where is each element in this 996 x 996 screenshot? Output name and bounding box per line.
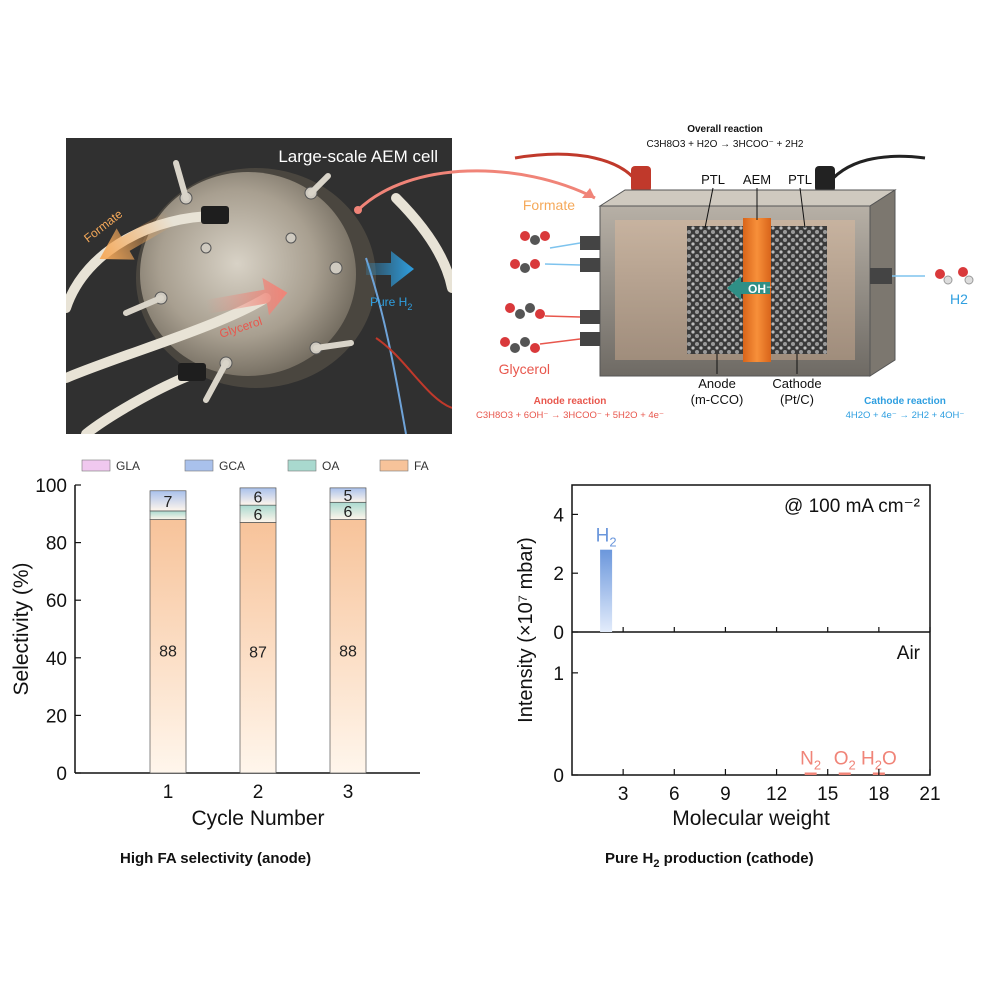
x-axis-title: Molecular weight [672,807,830,830]
glycerol-molecules-icon [500,303,545,353]
legend-label-gca: GCA [219,459,245,473]
red-clip [631,166,651,192]
legend-swatch-gca [184,459,214,472]
bar-n2 [804,772,817,775]
y-tick-label: 0 [553,623,564,644]
bar-fa [239,522,277,774]
photo-h2-label: Pure H [370,295,407,309]
x-tick-label: 9 [720,784,731,805]
legend-swatch-oa [287,459,317,472]
bar-gca [149,490,187,512]
panel-annotation: @ 100 mA cm⁻² [784,496,920,517]
y-tick-label: 2 [553,564,564,585]
bar-gca [329,487,367,503]
panel-annotation: Air [897,643,921,664]
cathode-reaction-equation: 4H2O + 4e⁻ → 2H2 + 4OH⁻ [846,410,965,421]
photo-title: Large-scale AEM cell [278,147,438,166]
bar-label-o2: O2 [834,749,856,773]
anode-label: Anode [698,376,736,391]
bar-o2 [838,772,851,775]
x-tick-label: 6 [669,784,680,805]
caption-left: High FA selectivity (anode) [120,850,312,867]
black-clip [815,166,835,192]
overall-reaction-equation: C3H8O3 + H2O → 3HCOO⁻ + 2H2 [646,139,803,150]
photo-h2-sub: 2 [407,302,412,312]
bar-fa [329,519,367,774]
cell-schematic: Overall reaction C3H8O3 + H2O → 3HCOO⁻ +… [476,124,974,421]
legend-swatch-gla [81,459,111,472]
h2-molecules-icon [935,267,974,285]
y-tick-label: 40 [46,649,67,670]
data-label-gca: 7 [164,494,173,511]
formate-label: Formate [523,197,575,213]
caption-right: Pure H2 production (cathode) [605,850,814,870]
data-label-gca: 6 [254,490,263,507]
aem-cell-photo: Large-scale AEM cell Formate Glycerol Pu… [66,138,452,434]
bar-h2 [600,549,613,632]
y-tick-label: 4 [553,505,564,526]
data-label-oa: 6 [344,504,353,521]
x-tick-label: 3 [618,784,629,805]
y-tick-label: 0 [56,764,67,785]
bar-label-h2o: H2O [861,749,897,773]
ptl-left-label: PTL [701,172,725,187]
x-tick-label: 21 [919,784,940,805]
bar-gca [239,487,277,506]
x-tick-label: 15 [817,784,838,805]
x-tick-label: 3 [343,782,354,803]
formate-molecules-icon [510,231,550,273]
bar-oa [149,510,187,520]
anode-reaction-title: Anode reaction [534,396,607,407]
y-axis-title: Selectivity (%) [10,562,33,695]
cathode-label: Cathode [772,376,821,391]
cathode-layer [771,226,827,354]
svg-text:Pure H2: Pure H2 [370,295,412,312]
plot-frame [571,484,931,776]
connector-arrow [354,169,596,214]
glycerol-label: Glycerol [499,361,550,377]
x-tick-label: 1 [163,782,174,803]
legend-swatch-fa [379,459,409,472]
ptl-right-label: PTL [788,172,812,187]
bar-label-h2: H2 [596,526,617,550]
bar-fa [149,519,187,774]
anode-catalyst-label: (m-CCO) [691,392,744,407]
cathode-reaction-title: Cathode reaction [864,396,946,407]
caption-right-sub: 2 [653,858,660,870]
legend-label-oa: OA [322,459,339,473]
caption-right-post: production (cathode) [659,850,814,867]
oh-label: OH⁻ [748,282,772,296]
legend-label-gla: GLA [116,459,140,473]
data-label-gca: 5 [344,488,353,505]
x-tick-label: 2 [253,782,264,803]
data-label-fa: 88 [159,643,177,660]
y-tick-label: 1 [553,664,564,685]
bar-label-n2: N2 [800,749,821,773]
y-tick-label: 100 [35,476,67,497]
aem-label: AEM [743,172,771,187]
data-label-oa: 6 [254,507,263,524]
y-tick-label: 60 [46,591,67,612]
legend-label-fa: FA [414,459,429,473]
data-label-fa: 87 [249,645,267,662]
caption-right-pre: Pure H [605,850,654,867]
y-axis-title: Intensity (×10⁷ mbar) [515,537,537,723]
x-tick-label: 18 [868,784,889,805]
y-tick-label: 80 [46,534,67,555]
x-axis-title: Cycle Number [191,807,324,830]
y-tick-label: 20 [46,706,67,727]
h2-label: H2 [950,291,968,307]
cathode-catalyst-label: (Pt/C) [780,392,814,407]
x-tick-label: 12 [766,784,787,805]
anode-reaction-equation: C3H8O3 + 6OH⁻ → 3HCOO⁻ + 5H2O + 4e⁻ [476,410,664,421]
overall-reaction-title: Overall reaction [687,124,763,135]
y-tick-label: 0 [553,766,564,787]
data-label-fa: 88 [339,643,357,660]
